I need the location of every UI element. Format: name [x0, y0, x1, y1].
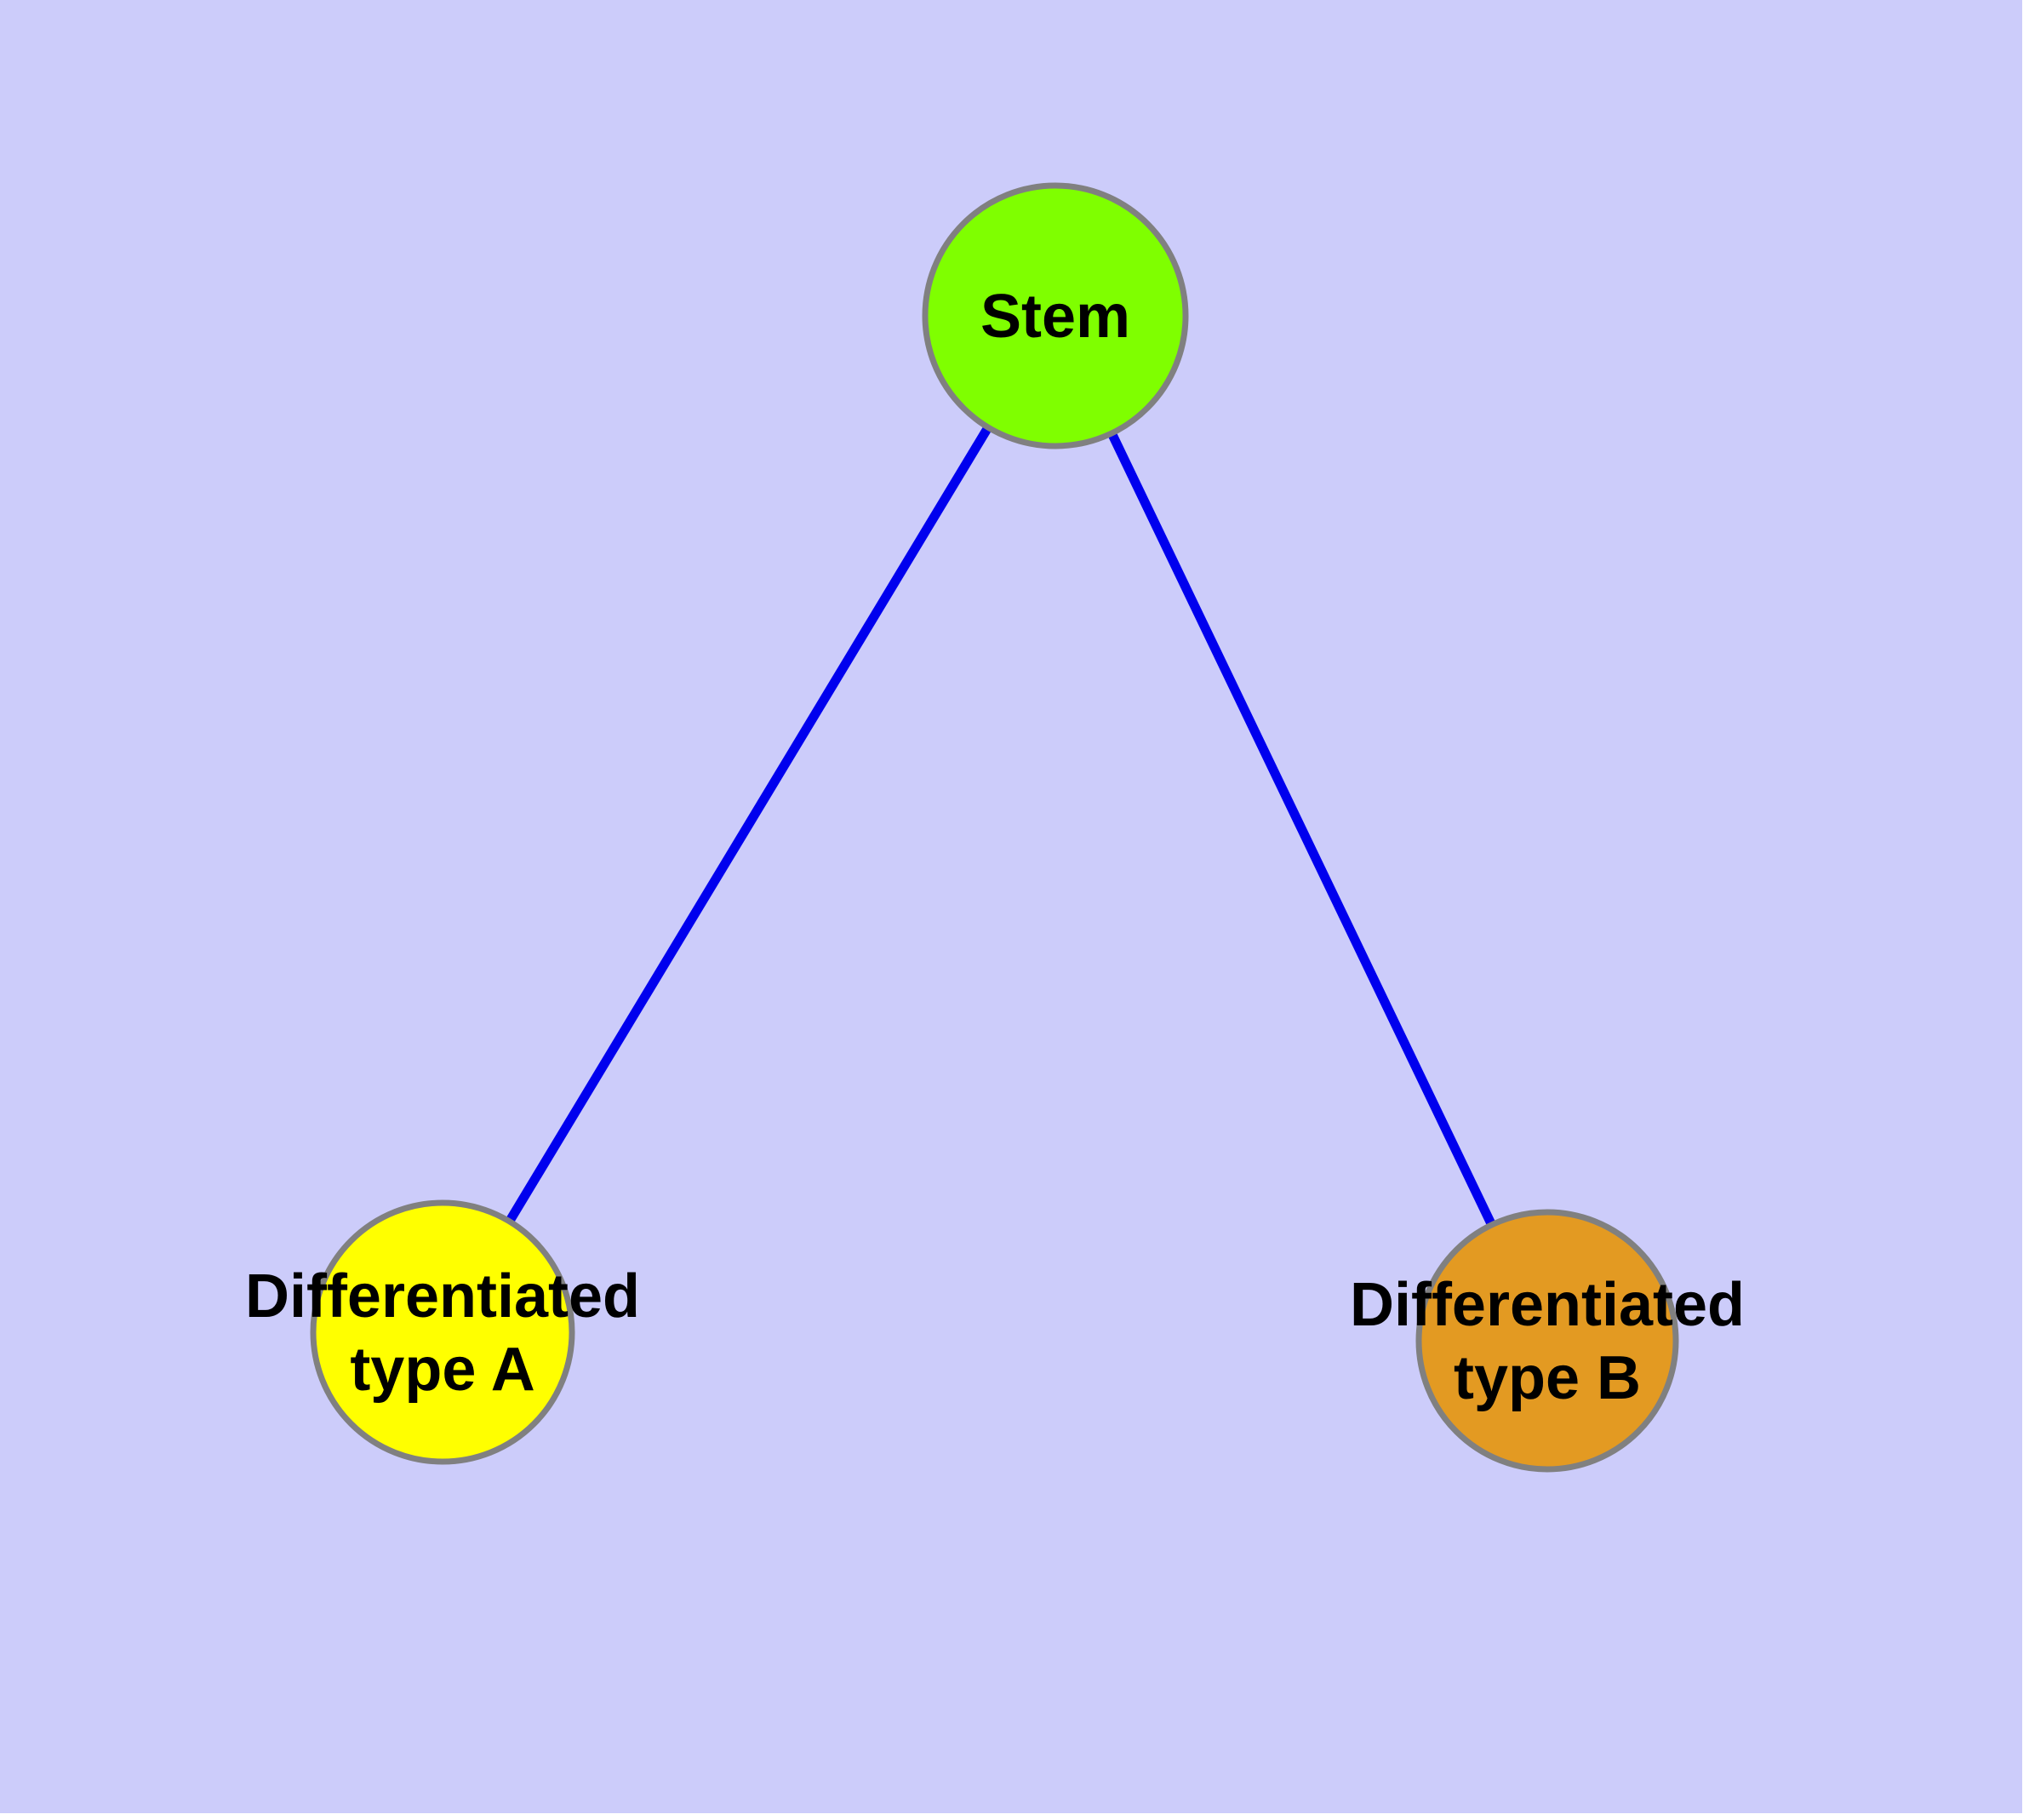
node-circle-diff_b[interactable]	[1415, 1209, 1679, 1473]
node-circle-diff_a[interactable]	[310, 1199, 575, 1465]
graph-edge[interactable]	[504, 423, 993, 1226]
node-label-stem-line-1: Stem	[980, 283, 1130, 351]
graph-node-stem[interactable]: Stem	[922, 182, 1189, 449]
edges-layer	[504, 423, 1497, 1229]
node-label-diff_b-line-1: Differentiated	[1350, 1271, 1745, 1339]
node-label-diff_a-line-2: type A	[350, 1336, 534, 1404]
node-label-diff_a-line-1: Differentiated	[245, 1262, 640, 1331]
graph-edge[interactable]	[1106, 429, 1497, 1229]
node-circle-stem[interactable]	[922, 182, 1189, 449]
node-label-diff_b-line-2: type B	[1454, 1344, 1641, 1412]
